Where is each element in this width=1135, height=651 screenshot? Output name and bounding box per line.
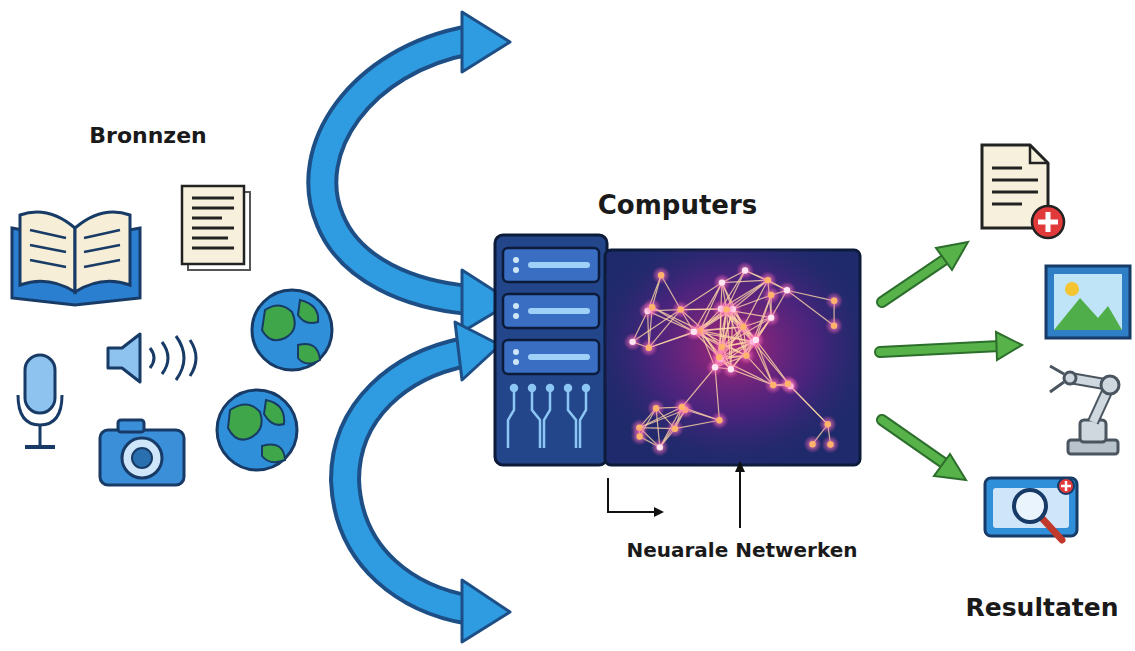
component-label: Neuarale Netwerken xyxy=(626,538,857,562)
search-screen-icon xyxy=(985,478,1077,540)
leader-lines xyxy=(608,461,745,528)
book-icon xyxy=(12,212,140,305)
node-heading: Computers xyxy=(598,190,758,220)
computer-node: Computers xyxy=(495,190,860,465)
group-heading: Resultaten xyxy=(966,593,1119,622)
robot-arm-icon xyxy=(1050,366,1119,454)
output-arrows xyxy=(880,242,1022,480)
server-rack xyxy=(495,235,607,465)
document-icon xyxy=(182,186,250,270)
globe-icon xyxy=(217,290,332,470)
microphone-icon xyxy=(18,355,62,447)
camera-icon xyxy=(100,420,184,485)
input-arrows xyxy=(322,12,512,642)
group-heading: Bronnzen xyxy=(89,123,206,148)
new-document-icon xyxy=(982,145,1064,238)
neural-network-panel xyxy=(605,250,860,465)
image-icon xyxy=(1046,266,1130,338)
speaker-icon xyxy=(108,334,196,382)
